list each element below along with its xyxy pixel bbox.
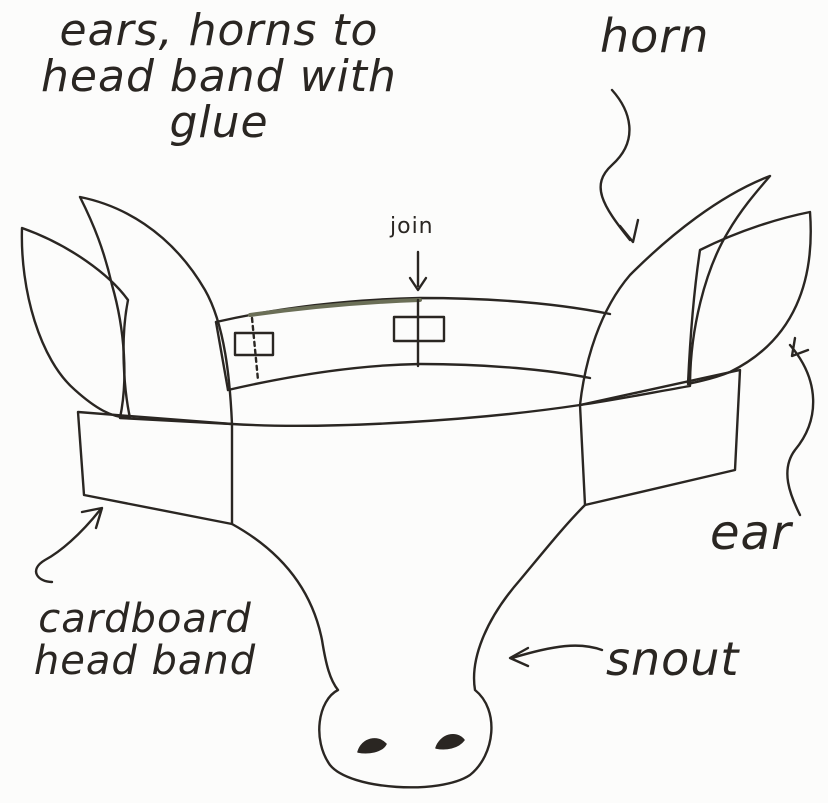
ear-arrow-head [792, 338, 808, 356]
horn-arrow-head [620, 220, 638, 242]
cardboard-arrow [36, 510, 100, 582]
left-nostril [358, 739, 386, 753]
horn-arrow [601, 90, 630, 240]
left-ear [22, 228, 130, 418]
instruction-line-1: ears, horns to [0, 8, 444, 54]
ear-label: ear [710, 508, 792, 558]
right-ear [688, 212, 811, 384]
instruction-text: ears, horns to head band with glue [0, 8, 444, 147]
instruction-line-2: head band with [0, 54, 444, 100]
instruction-line-3: glue [0, 100, 444, 146]
face-outline [232, 405, 585, 787]
horn-label: horn [600, 12, 709, 60]
cardboard-label-line-1: cardboard [30, 598, 260, 640]
cardboard-label-line-2: head band [30, 640, 260, 682]
right-nostril [436, 735, 464, 749]
join-line-left [252, 318, 258, 380]
join-label: join [390, 215, 434, 238]
snout-label: snout [606, 635, 739, 683]
ear-arrow [787, 345, 813, 515]
left-horn [80, 197, 232, 424]
headband-back-bottom [228, 364, 590, 390]
cardboard-label: cardboard head band [30, 598, 260, 682]
snout-arrow [512, 646, 602, 658]
